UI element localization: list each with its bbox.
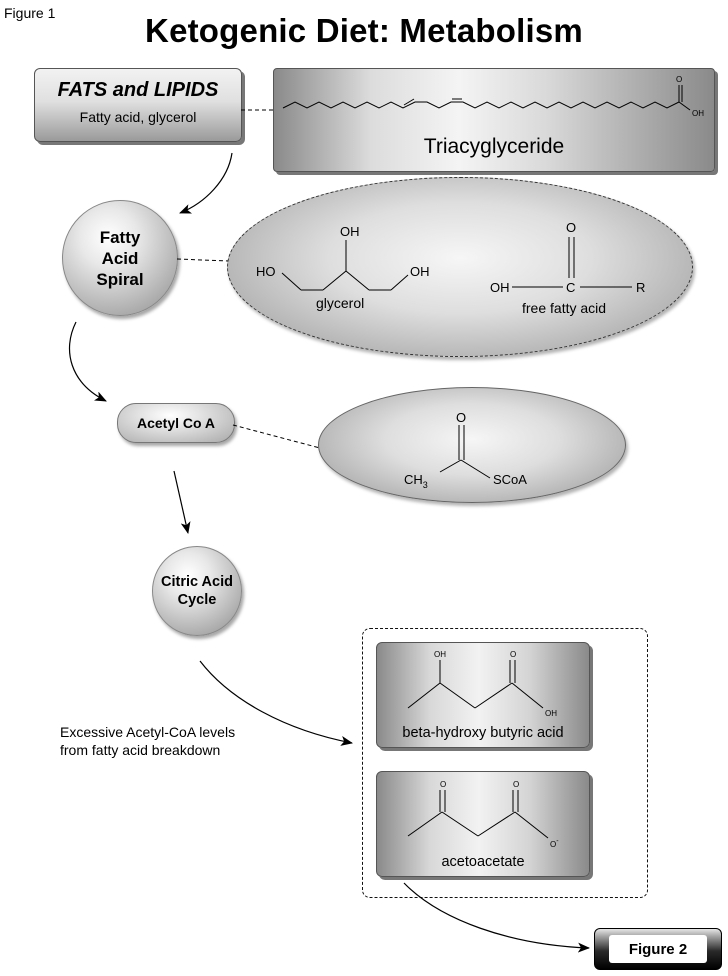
connector-acetyl-ellipse	[232, 424, 321, 449]
arrow-fats-to-spiral	[179, 152, 233, 214]
aca-o-atom-2: O	[513, 780, 519, 789]
note-line1: Excessive Acetyl-CoA levels	[60, 724, 236, 740]
bhb-oh-atom: OH	[545, 709, 557, 718]
figure-2-label: Figure 2	[609, 935, 707, 963]
beta-hydroxy-label: beta-hydroxy butyric acid	[402, 725, 564, 741]
arrow-acetyl-to-cycle	[173, 470, 191, 534]
acetyl-ch3: CH3	[404, 472, 428, 490]
aca-o-minus: O-	[550, 838, 559, 849]
fatty-acid-spiral-line1: Fatty	[99, 227, 141, 247]
acetyl-coa-node: Acetyl Co A	[117, 403, 235, 443]
connector-spiral-ellipse	[176, 258, 229, 262]
beta-hydroxy-box: beta-hydroxy butyric acid	[376, 642, 590, 748]
glycerol-ho-left: HO	[256, 264, 276, 279]
citric-acid-line1: Citric Acid	[161, 574, 233, 590]
fats-subtitle: Fatty acid, glycerol	[79, 109, 197, 125]
glycerol-structure	[281, 240, 409, 291]
glycerol-label: glycerol	[316, 295, 364, 311]
figure-label: Figure 1	[4, 5, 56, 21]
ffa-label: free fatty acid	[522, 300, 606, 316]
figure-2-button[interactable]: Figure 2	[594, 928, 722, 970]
arrow-ketones-to-figure2	[403, 882, 590, 953]
free-fatty-acid-structure	[512, 237, 632, 288]
page-title: Ketogenic Diet: Metabolism	[145, 12, 583, 49]
ffa-r: R	[636, 280, 645, 295]
aca-o-atom-1: O	[440, 780, 446, 789]
glycerol-oh-right: OH	[410, 264, 430, 279]
ffa-o-atom: O	[566, 220, 576, 235]
glycerol-fatty-acid-ellipse	[227, 177, 693, 357]
triacylglyceride-box: Triacyglyceride	[273, 68, 715, 172]
citric-acid-line2: Cycle	[177, 592, 217, 608]
acetoacetate-label: acetoacetate	[441, 854, 525, 870]
fatty-acid-spiral-line3: Spiral	[96, 269, 144, 289]
acetyl-coa-note: Excessive Acetyl-CoA levels from fatty a…	[60, 723, 235, 759]
arrow-spiral-to-acetyl	[68, 321, 107, 402]
acetyl-coa-structure-ellipse	[318, 387, 626, 503]
ffa-c: C	[566, 280, 575, 295]
tri-oh-atom: OH	[692, 109, 704, 118]
tri-o-atom: O	[676, 75, 682, 84]
glycerol-oh-top: OH	[340, 224, 360, 239]
acetyl-scoa: SCoA	[493, 472, 527, 487]
note-line2: from fatty acid breakdown	[60, 742, 221, 758]
ffa-oh: OH	[490, 280, 510, 295]
citric-acid-cycle-node: Citric Acid Cycle	[152, 546, 242, 636]
arrow-cycle-to-ketones	[199, 660, 353, 746]
bhb-oh-top: OH	[434, 650, 446, 659]
fatty-acid-spiral-node: Fatty Acid Spiral	[62, 200, 178, 316]
beta-hydroxy-structure	[407, 660, 544, 709]
ketone-bodies-group	[362, 628, 648, 898]
acetoacetate-structure	[407, 790, 549, 839]
acetoacetate-box: acetoacetate	[376, 771, 590, 877]
triacylglyceride-label: Triacyglyceride	[423, 135, 565, 158]
fats-heading: FATS and LIPIDS	[57, 79, 219, 101]
acetyl-coa-structure	[439, 425, 491, 479]
fatty-acid-spiral-line2: Acid	[101, 248, 139, 268]
triacylglyceride-structure	[282, 85, 691, 111]
acetyl-coa-label: Acetyl Co A	[136, 415, 216, 431]
acetyl-o-atom: O	[456, 410, 466, 425]
bhb-o-atom: O	[510, 650, 516, 659]
fats-and-lipids-box: FATS and LIPIDS Fatty acid, glycerol	[34, 68, 242, 142]
